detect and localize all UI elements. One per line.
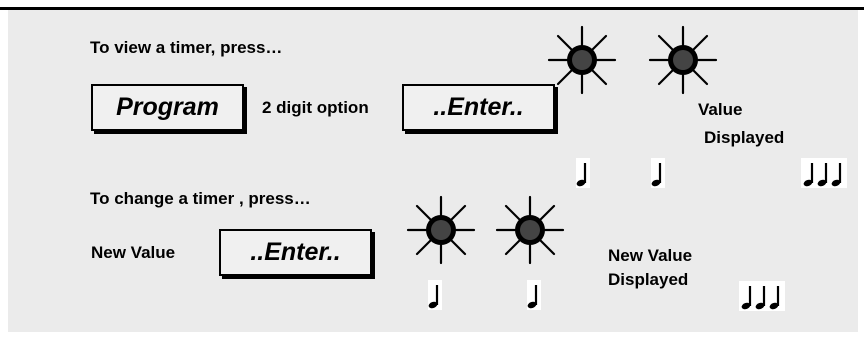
displayed-label: Displayed — [704, 128, 785, 147]
value-label: Value — [698, 100, 743, 119]
quarter-note-icon — [651, 158, 665, 188]
program-key-label: Program — [116, 93, 219, 121]
starburst-flash-icon — [547, 25, 617, 95]
starburst-flash-icon — [648, 25, 718, 95]
enter-key-view: ..Enter.. — [402, 84, 555, 131]
program-key: Program — [91, 84, 244, 131]
quarter-note-icon — [527, 280, 541, 310]
option-label: 2 digit option — [262, 98, 369, 117]
quarter-note-icon — [576, 158, 590, 188]
new-value-label: New Value — [91, 243, 176, 262]
new-value-displayed-line2: Displayed — [608, 270, 689, 289]
quarter-note-icon — [428, 280, 442, 310]
starburst-flash-icon — [495, 195, 565, 265]
triple-quarter-notes-icon — [739, 281, 785, 311]
enter-key-change: ..Enter.. — [219, 229, 372, 276]
instruction-panel — [8, 10, 858, 332]
enter-key-label: ..Enter.. — [433, 93, 524, 121]
view-heading: To view a timer, press… — [90, 38, 283, 57]
starburst-flash-icon — [406, 195, 476, 265]
top-rule — [0, 7, 864, 10]
triple-quarter-notes-icon — [801, 158, 847, 188]
enter-key-label: ..Enter.. — [250, 238, 341, 266]
new-value-displayed-line1: New Value — [608, 246, 693, 265]
change-heading: To change a timer , press… — [90, 189, 311, 208]
